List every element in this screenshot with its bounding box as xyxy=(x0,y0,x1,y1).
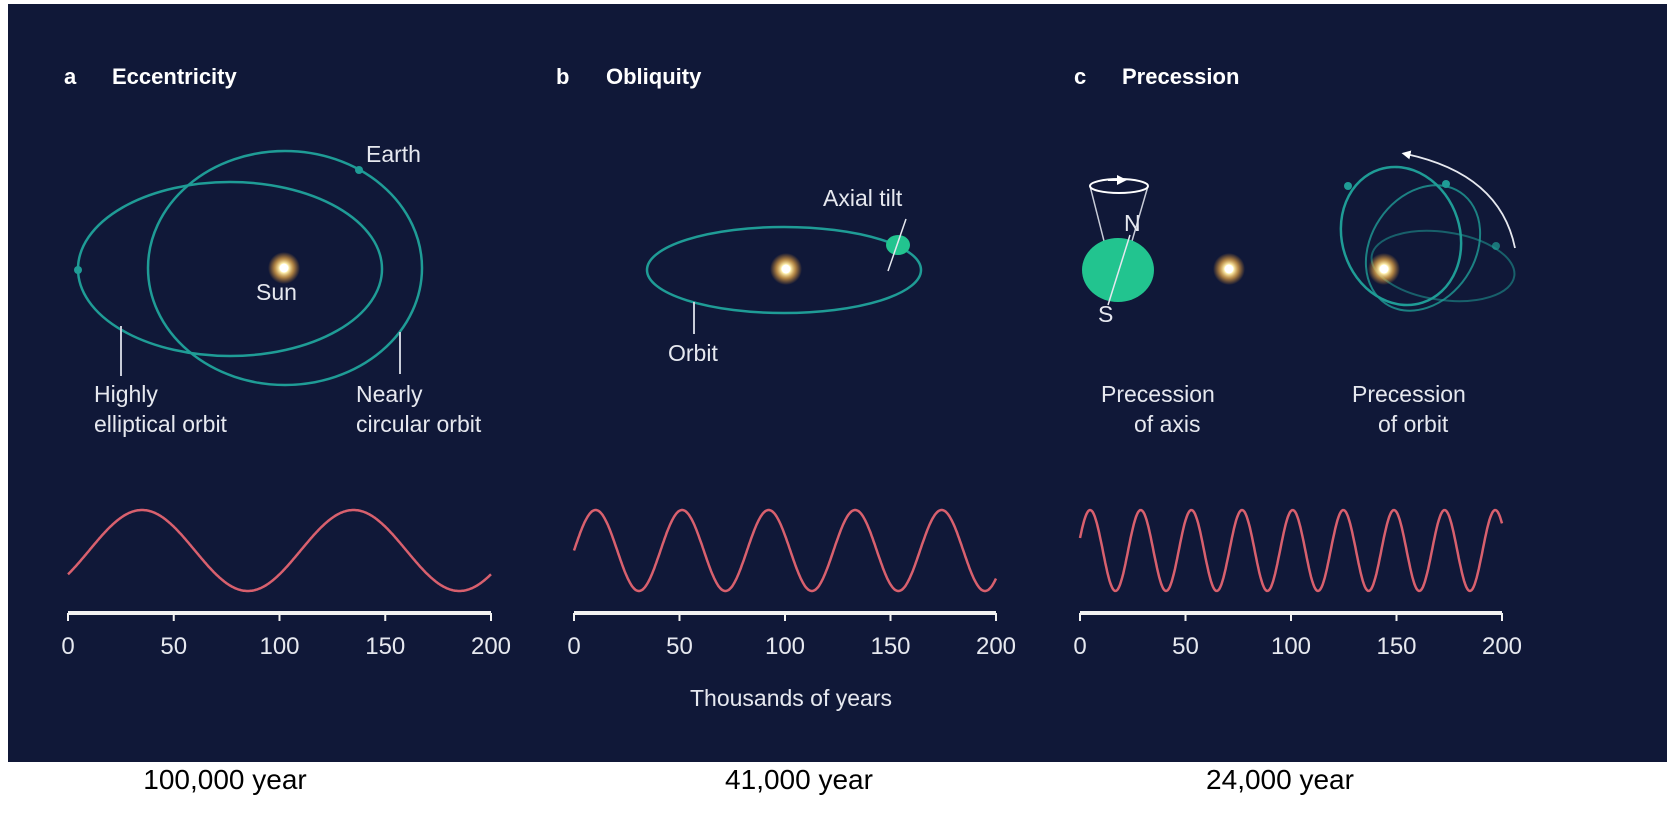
orbit-label: Orbit xyxy=(668,340,718,366)
precession-orbit-label-1: Precession xyxy=(1352,381,1466,407)
nearly-circular-orbit xyxy=(146,149,424,387)
highly-elliptical-label-1: Highly xyxy=(94,381,158,407)
x-tick-label: 0 xyxy=(1073,633,1086,660)
x-tick-label: 100 xyxy=(765,633,805,660)
cycle-charts: 0 50 100 150 200 0 50 100 150 200 0 50 100 150 200 xyxy=(61,508,1522,660)
x-tick-label: 50 xyxy=(1172,633,1199,660)
cycle-wave-obliquity xyxy=(572,508,998,593)
earth-dot-icon xyxy=(1442,180,1450,188)
panel-c-title: Precession xyxy=(1122,64,1239,89)
x-tick-label: 200 xyxy=(976,633,1016,660)
highly-elliptical-label-2: elliptical orbit xyxy=(94,411,228,437)
panel-a-letter: a xyxy=(64,64,77,89)
period-label-precession: 24,000 year xyxy=(1206,764,1354,795)
precession-orbit-label-2: of orbit xyxy=(1378,411,1449,437)
eccentricity-diagram: Earth Sun Highly elliptical orbit Nearly… xyxy=(74,141,482,437)
orbit-ellipse xyxy=(645,225,923,315)
precession-orbit-diagram: Precession of orbit xyxy=(1339,150,1516,437)
figure-panel: a Eccentricity b Obliquity c Precession … xyxy=(8,4,1667,764)
x-tick-label: 100 xyxy=(259,633,299,660)
axial-tilt-label: Axial tilt xyxy=(823,185,903,211)
precession-axis-label-2: of axis xyxy=(1134,411,1200,437)
south-label: S xyxy=(1098,301,1113,327)
orbit-ellipse xyxy=(1370,229,1516,303)
period-captions: 100,000 year 41,000 year 24,000 year xyxy=(0,762,1667,814)
precession-axis-diagram: N S Precession of axis xyxy=(1082,175,1245,437)
x-axis-title: Thousands of years xyxy=(690,685,892,711)
earth-icon xyxy=(886,235,910,255)
obliquity-diagram: Axial tilt Orbit xyxy=(645,185,923,366)
panel-a-title: Eccentricity xyxy=(112,64,237,89)
highly-elliptical-orbit xyxy=(76,180,384,358)
nearly-circular-label-1: Nearly xyxy=(356,381,423,407)
milankovitch-figure: a Eccentricity b Obliquity c Precession … xyxy=(61,64,1522,711)
panel-b-letter: b xyxy=(556,64,569,89)
nearly-circular-label-2: circular orbit xyxy=(356,411,482,437)
period-label-eccentricity: 100,000 year xyxy=(143,764,307,795)
rotation-arrow-icon xyxy=(1089,178,1149,194)
x-tick-label: 200 xyxy=(471,633,511,660)
x-tick-label: 150 xyxy=(870,633,910,660)
cycle-wave-eccentricity xyxy=(67,508,492,593)
earth-dot-icon xyxy=(1492,242,1500,250)
earth-globe-icon xyxy=(1082,238,1154,302)
earth-axis-line xyxy=(1107,234,1131,306)
x-tick-label: 50 xyxy=(666,633,693,660)
sun-core xyxy=(279,263,289,273)
precession-cone-line xyxy=(1089,185,1105,242)
earth-dot-icon xyxy=(74,266,82,274)
x-tick-label: 100 xyxy=(1271,633,1311,660)
precession-cone-line xyxy=(1131,185,1149,242)
x-tick-label: 0 xyxy=(567,633,580,660)
orbit-ellipse xyxy=(1364,184,1482,312)
axial-tilt-line xyxy=(887,218,907,272)
x-tick-label: 200 xyxy=(1482,633,1522,660)
sun-core xyxy=(781,264,791,274)
sun-label: Sun xyxy=(256,279,297,305)
earth-label: Earth xyxy=(366,141,421,167)
precession-arrow-icon xyxy=(1401,150,1516,249)
x-tick-label: 0 xyxy=(61,633,74,660)
sun-core xyxy=(1379,264,1389,274)
x-tick-label: 150 xyxy=(365,633,405,660)
earth-dot-icon xyxy=(355,166,363,174)
precession-axis-label-1: Precession xyxy=(1101,381,1215,407)
x-tick-label: 150 xyxy=(1376,633,1416,660)
cycle-wave-precession xyxy=(1078,508,1504,593)
panel-b-title: Obliquity xyxy=(606,64,702,89)
panel-c-letter: c xyxy=(1074,64,1086,89)
sun-core xyxy=(1224,264,1234,274)
north-label: N xyxy=(1124,210,1141,236)
earth-dot-icon xyxy=(1344,182,1352,190)
x-tick-label: 50 xyxy=(160,633,187,660)
orbit-ellipse xyxy=(1339,165,1463,307)
period-label-obliquity: 41,000 year xyxy=(725,764,873,795)
